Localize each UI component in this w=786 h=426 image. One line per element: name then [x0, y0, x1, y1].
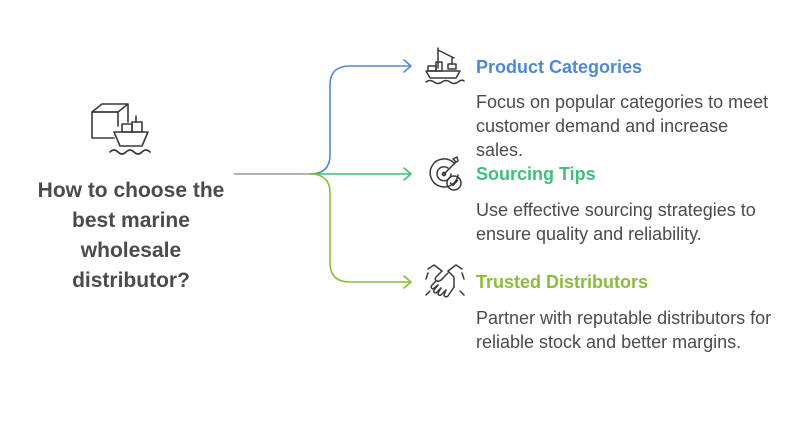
box-and-ship-icon — [91, 103, 151, 155]
arrowhead-trusted-distributors — [403, 275, 412, 289]
handshake-icon — [425, 264, 465, 298]
branch-title-trusted-distributors: Trusted Distributors — [476, 272, 649, 292]
central-question: How to choose the best marine wholesale … — [37, 179, 225, 292]
branch-description-trusted-distributors: Partner with reputable distributors for … — [476, 308, 772, 352]
branch-title-sourcing-tips: Sourcing Tips — [476, 164, 596, 184]
target-check-icon — [429, 156, 462, 191]
cargo-ship-crane-icon — [425, 47, 465, 85]
branch-connector-product-categories — [309, 65, 410, 175]
arrowhead-product-categories — [403, 59, 412, 73]
arrowhead-sourcing-tips — [403, 167, 412, 181]
branch-title-product-categories: Product Categories — [476, 57, 643, 77]
branch-connector-trusted-distributors — [309, 173, 410, 283]
branch-description-sourcing-tips: Use effective sourcing strategies to ens… — [476, 200, 756, 244]
branch-description-product-categories: Focus on popular categories to meet cust… — [476, 92, 769, 160]
